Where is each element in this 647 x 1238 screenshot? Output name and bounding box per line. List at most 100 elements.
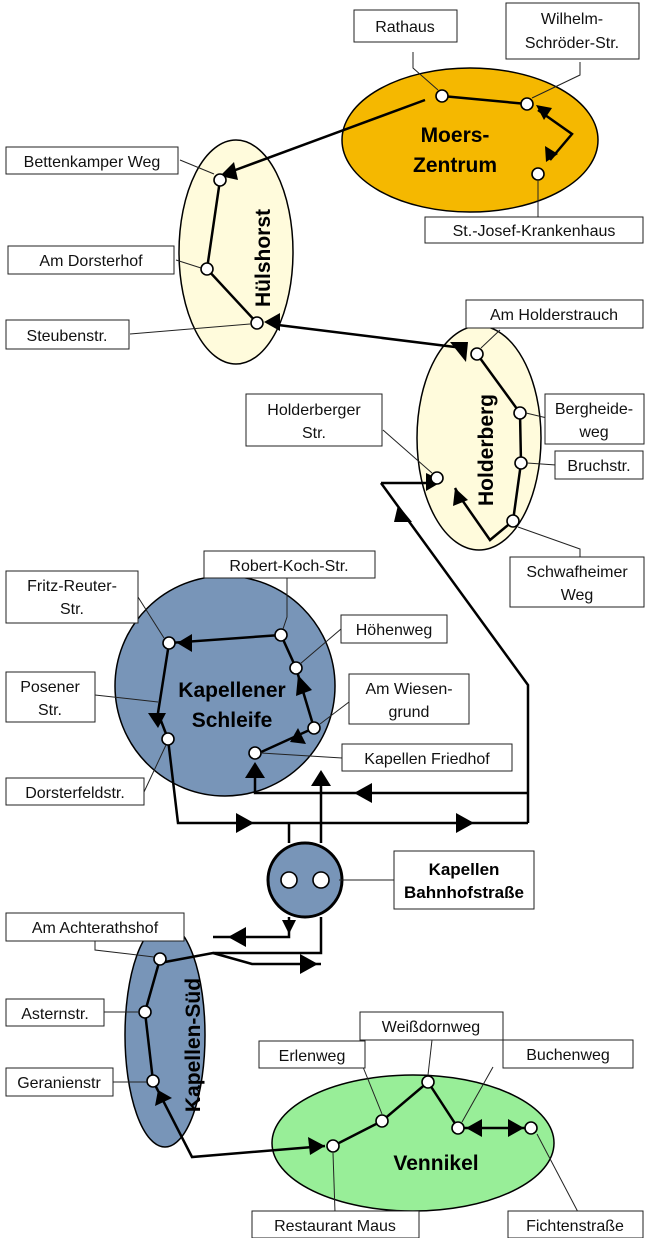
- stop-restaurant-maus[interactable]: [326, 1139, 340, 1153]
- label-text: Rathaus: [375, 19, 435, 36]
- zone-title-vennikel: Vennikel: [393, 1152, 478, 1175]
- stop-am-holderstrauch[interactable]: [470, 347, 484, 361]
- route-segment-bahnhof-down2: [164, 917, 323, 964]
- label-kapellen-friedhof: Kapellen Friedhof: [341, 743, 513, 772]
- label-text: Schwafheimer: [526, 564, 628, 581]
- label-text: Str.: [60, 601, 84, 618]
- label-dorsterfeldstr: Dorsterfeldstr.: [5, 777, 145, 806]
- stop-am-wiesengrund[interactable]: [307, 721, 321, 735]
- stop-fichtenstrasse[interactable]: [524, 1121, 538, 1135]
- label-holderberger-str: Holderberger Str.: [245, 393, 383, 447]
- label-text: Kapellen Friedhof: [364, 751, 490, 768]
- label-text: Dorsterfeldstr.: [25, 785, 125, 802]
- label-text: Bahnhofstraße: [404, 883, 524, 902]
- arrow-icon: [300, 954, 318, 974]
- label-text: Erlenweg: [279, 1048, 346, 1065]
- label-kapellen-bahnhof: Kapellen Bahnhofstraße: [393, 850, 535, 910]
- arrow-icon: [155, 1090, 172, 1106]
- label-text: Am Holderstrauch: [490, 307, 618, 324]
- stop-fritz-reuter[interactable]: [162, 636, 176, 650]
- arrow-icon: [508, 1119, 524, 1137]
- label-text: Asternstr.: [21, 1006, 89, 1023]
- stop-st-josef[interactable]: [531, 167, 545, 181]
- label-text: Bruchstr.: [567, 458, 630, 475]
- zone-title-holderberg: Holderberg: [475, 394, 498, 506]
- arrow-icon: [311, 770, 331, 786]
- stop-holderberger-str[interactable]: [430, 471, 444, 485]
- stop-schwafheimer-weg[interactable]: [506, 514, 520, 528]
- label-am-wiesengrund: Am Wiesen- grund: [348, 673, 470, 725]
- stop-buchenweg[interactable]: [451, 1121, 465, 1135]
- route-segment-moers-huelshorst: [229, 98, 426, 174]
- label-text: Bergheide-: [555, 401, 633, 418]
- zone-huelshorst: [178, 139, 294, 365]
- zone-kapellen-bahnhof: [266, 841, 344, 919]
- route-segment-moers: [441, 94, 528, 106]
- label-robert-koch: Robert-Koch-Str.: [203, 550, 376, 579]
- stop-rathaus[interactable]: [435, 89, 449, 103]
- label-text: Weg: [561, 587, 594, 604]
- label-text: Steubenstr.: [27, 328, 108, 345]
- label-am-dorsterhof: Am Dorsterhof: [7, 245, 175, 275]
- label-text: Bettenkamper Weg: [24, 154, 161, 171]
- stop-bergheideweg[interactable]: [513, 406, 527, 420]
- zone-title-moers-1: Moers-: [421, 124, 490, 147]
- label-text: Am Wiesen-: [365, 681, 452, 698]
- label-am-achterathshof: Am Achterathshof: [5, 912, 185, 942]
- label-text: Str.: [38, 702, 62, 719]
- zone-title-moers-2: Zentrum: [413, 154, 497, 177]
- arrow-icon: [394, 505, 412, 522]
- stop-am-dorsterhof[interactable]: [200, 262, 214, 276]
- route-segment-friedhof-in: [253, 769, 528, 795]
- label-text: Fritz-Reuter-: [27, 578, 117, 595]
- stop-hoehenweg[interactable]: [289, 661, 303, 675]
- zone-title-kapellen-sued: Kapellen-Süd: [182, 978, 205, 1112]
- zone-title-huelshorst: Hülshorst: [252, 209, 275, 307]
- label-text: Am Dorsterhof: [39, 253, 143, 270]
- label-text: Geranienstr: [17, 1075, 101, 1092]
- label-text: grund: [389, 704, 430, 721]
- arrow-icon: [264, 313, 280, 331]
- stop-asternstr[interactable]: [138, 1005, 152, 1019]
- stop-erlenweg[interactable]: [375, 1114, 389, 1128]
- arrow-icon: [290, 728, 306, 744]
- label-text: Höhenweg: [356, 622, 433, 639]
- stop-dorsterfeldstr[interactable]: [161, 732, 175, 746]
- arrow-icon: [453, 488, 468, 506]
- label-text: Holderberger: [267, 402, 361, 419]
- stop-bahnhof-left[interactable]: [280, 871, 298, 889]
- stop-am-achterathshof[interactable]: [153, 952, 167, 966]
- label-geranienstr: Geranienstr: [5, 1067, 114, 1097]
- label-asternstr: Asternstr.: [5, 998, 105, 1027]
- label-text: Posener: [20, 679, 80, 696]
- stop-steubenstr[interactable]: [250, 316, 264, 330]
- label-weissdornweg: Weißdornweg: [359, 1011, 504, 1041]
- route-segment-schleife: [156, 633, 282, 740]
- arrow-icon: [228, 927, 246, 947]
- route-segment-huelshorst-holderberg: [269, 322, 464, 350]
- stop-geranienstr[interactable]: [146, 1074, 160, 1088]
- stop-bahnhof-right[interactable]: [312, 871, 330, 889]
- stop-wilhelm-schroeder[interactable]: [520, 97, 534, 111]
- label-text: weg: [578, 424, 608, 441]
- label-bruchstr: Bruchstr.: [554, 450, 644, 480]
- label-fritz-reuter: Fritz-Reuter- Str.: [5, 570, 139, 624]
- label-buchenweg: Buchenweg: [502, 1039, 634, 1069]
- route-segment-bahnhof-down3: [212, 951, 321, 966]
- label-bettenkamper-weg: Bettenkamper Weg: [5, 146, 179, 175]
- label-text: Kapellen: [429, 860, 500, 879]
- arrow-icon: [545, 146, 558, 162]
- label-am-holderstrauch: Am Holderstrauch: [465, 299, 644, 329]
- label-fichtenstrasse: Fichtenstraße: [507, 1210, 644, 1238]
- stop-weissdornweg[interactable]: [421, 1075, 435, 1089]
- stop-robert-koch[interactable]: [274, 628, 288, 642]
- label-rathaus: Rathaus: [353, 9, 458, 43]
- stop-bettenkamper-weg[interactable]: [213, 173, 227, 187]
- stop-kapellen-friedhof[interactable]: [248, 746, 262, 760]
- stop-bruchstr[interactable]: [514, 456, 528, 470]
- label-bergheideweg: Bergheide- weg: [544, 393, 645, 445]
- zone-title-kapellener-1: Kapellener: [178, 679, 285, 702]
- label-steubenstr: Steubenstr.: [5, 319, 130, 350]
